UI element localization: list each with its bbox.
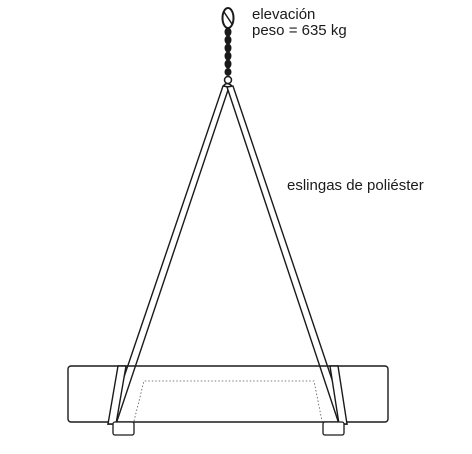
polyester-slings	[107, 85, 348, 425]
sling-left	[107, 85, 230, 425]
weight-label: peso = 635 kg	[252, 22, 347, 39]
slings-label: eslingas de poliéster	[287, 177, 424, 194]
load-feet	[112, 421, 345, 436]
shackle-icon	[221, 7, 235, 29]
hidden-inner-outline	[133, 380, 323, 422]
load-box	[67, 365, 389, 425]
chain	[224, 27, 232, 76]
lift-label: elevación	[252, 6, 316, 23]
sling-right	[226, 85, 348, 425]
foot-left	[112, 421, 135, 436]
foot-right	[322, 421, 345, 436]
